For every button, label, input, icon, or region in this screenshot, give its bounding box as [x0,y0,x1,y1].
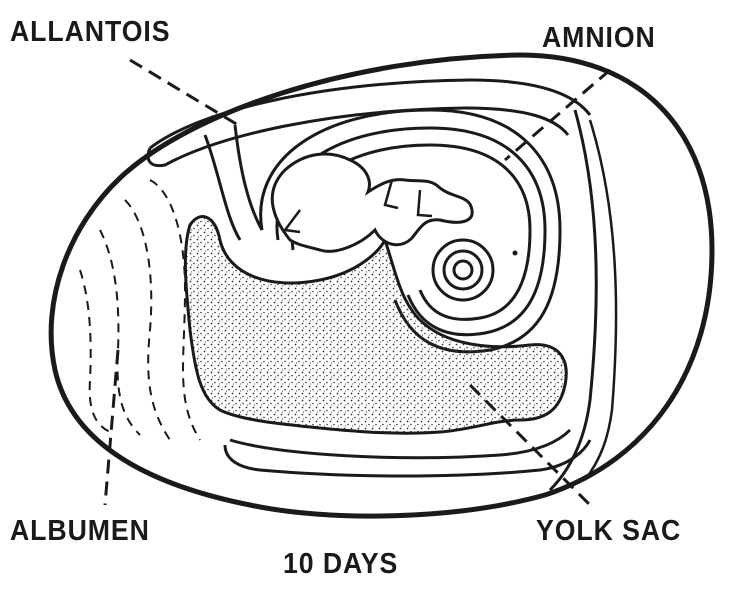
amnion-fold [550,110,596,490]
embryo [272,154,472,251]
diagram-caption: 10 DAYS [283,548,398,581]
amnion-label: AMNION [542,22,656,55]
albumen-label: ALBUMEN [10,515,150,548]
allantois-label: ALLANTOIS [10,16,170,49]
embryo-eye-dot [513,251,518,256]
yolk-sac-label: YOLK SAC [536,515,681,548]
embryo-eye [433,240,493,300]
albumen-region [80,180,200,440]
albumen-leader-line [105,350,118,505]
